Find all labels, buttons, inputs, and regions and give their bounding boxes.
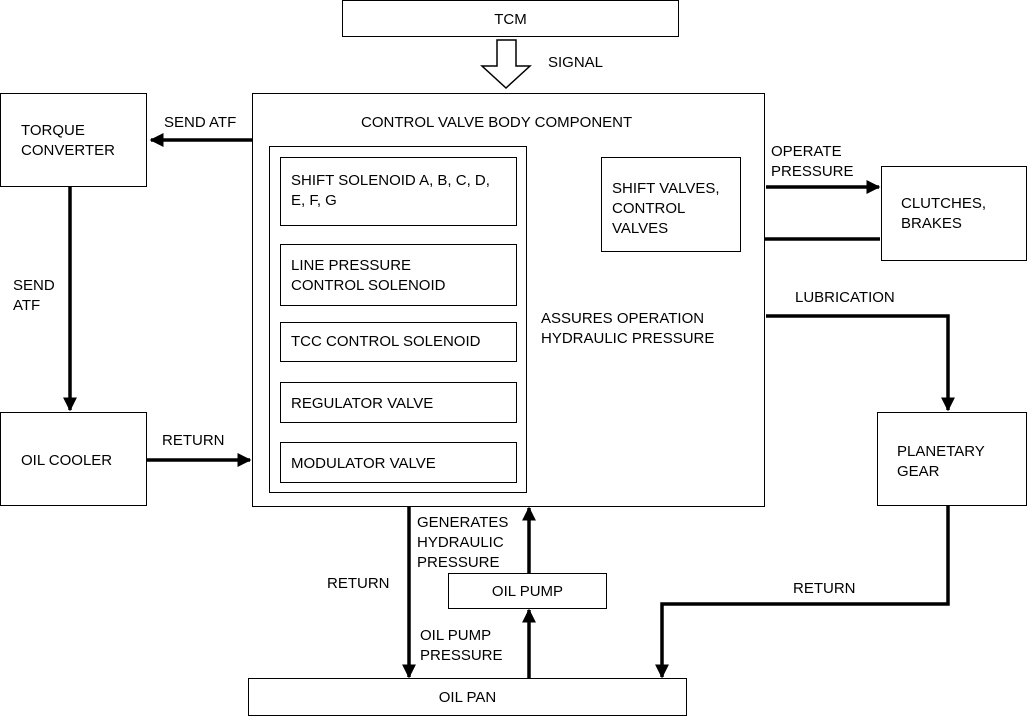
oil-pump-label: OIL PUMP bbox=[491, 583, 564, 600]
tcm-box: TCM bbox=[342, 0, 679, 37]
torque-converter-label: TORQUE CONVERTER bbox=[21, 122, 115, 159]
oil-cooler-box: OIL COOLER bbox=[0, 412, 147, 506]
oil-pan-box: OIL PAN bbox=[248, 678, 687, 716]
planetary-gear-box: PLANETARY GEAR bbox=[877, 412, 1027, 506]
shift-valves-box: SHIFT VALVES, CONTROL VALVES bbox=[601, 157, 741, 252]
planetary-gear-label: PLANETARY GEAR bbox=[897, 443, 985, 480]
line-pressure-solenoid-box: LINE PRESSURE CONTROL SOLENOID bbox=[280, 244, 517, 306]
return-pan-label: RETURN bbox=[327, 575, 390, 592]
return-gear-label: RETURN bbox=[793, 580, 856, 597]
signal-label: SIGNAL bbox=[548, 54, 604, 71]
lubrication-label: LUBRICATION bbox=[795, 289, 895, 306]
oil-pump-box: OIL PUMP bbox=[448, 573, 607, 609]
generates-label: GENERATES HYDRAULIC PRESSURE bbox=[417, 514, 509, 571]
control-valve-body-title: CONTROL VALVE BODY COMPONENT bbox=[361, 114, 633, 131]
regulator-valve-label: REGULATOR VALVE bbox=[291, 395, 434, 412]
tcc-solenoid-box: TCC CONTROL SOLENOID bbox=[280, 322, 517, 362]
oil-pan-label: OIL PAN bbox=[438, 689, 497, 706]
send-atf-left-label: SEND ATF bbox=[13, 277, 55, 314]
operate-pressure-label: OPERATE PRESSURE bbox=[771, 143, 854, 180]
return-arrow-gear bbox=[655, 506, 950, 679]
shift-solenoid-label: SHIFT SOLENOID A, B, C, D, E, F, G bbox=[291, 172, 490, 209]
modulator-valve-box: MODULATOR VALVE bbox=[280, 442, 517, 483]
modulator-valve-label: MODULATOR VALVE bbox=[291, 455, 436, 472]
clutches-brakes-label: CLUTCHES, BRAKES bbox=[901, 195, 987, 232]
tcc-solenoid-label: TCC CONTROL SOLENOID bbox=[291, 333, 481, 350]
tcm-label: TCM bbox=[494, 11, 527, 28]
regulator-valve-box: REGULATOR VALVE bbox=[280, 382, 517, 423]
assures-label: ASSURES OPERATION HYDRAULIC PRESSURE bbox=[541, 310, 715, 347]
oil-pump-pressure-label: OIL PUMP PRESSURE bbox=[420, 627, 503, 664]
return-cooler-label: RETURN bbox=[162, 432, 225, 449]
oil-cooler-label: OIL COOLER bbox=[21, 452, 113, 469]
line-pressure-solenoid-label: LINE PRESSURE CONTROL SOLENOID bbox=[291, 257, 446, 294]
shift-valves-label: SHIFT VALVES, CONTROL VALVES bbox=[612, 180, 720, 237]
lubrication-arrow bbox=[766, 314, 955, 412]
send-atf-top-label: SEND ATF bbox=[164, 114, 237, 131]
torque-converter-box: TORQUE CONVERTER bbox=[0, 93, 147, 187]
shift-solenoid-box: SHIFT SOLENOID A, B, C, D, E, F, G bbox=[280, 157, 517, 226]
clutches-brakes-box: CLUTCHES, BRAKES bbox=[881, 166, 1027, 261]
signal-arrow bbox=[480, 39, 532, 90]
